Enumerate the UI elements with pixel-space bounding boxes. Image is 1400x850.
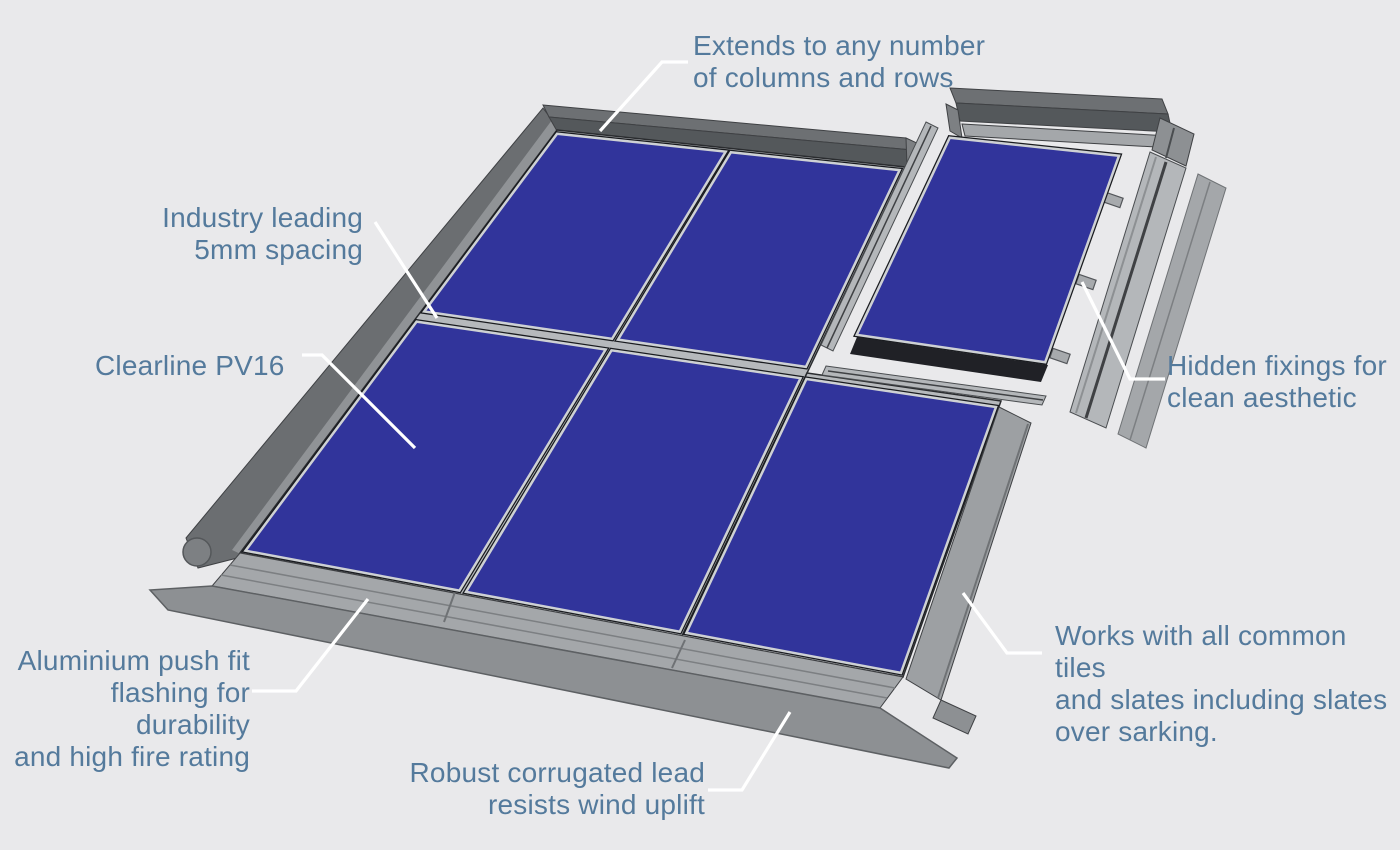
label-fixings: Hidden fixings for clean aesthetic (1167, 350, 1387, 413)
leader-tiles (961, 592, 1042, 655)
label-spacing: Industry leading 5mm spacing (162, 202, 363, 265)
label-product: Clearline PV16 (95, 350, 285, 381)
right-flashing (905, 406, 1032, 735)
exploded-top-flashing (945, 87, 1195, 167)
panel-row1-col2 (615, 150, 902, 369)
leader-lines (252, 60, 1165, 792)
panel-row1-col3-exploded (854, 136, 1121, 364)
leader-lead (708, 711, 792, 792)
leader-flashing (252, 598, 370, 693)
panel-row2-col2 (463, 348, 803, 634)
leader-product (302, 353, 417, 450)
exploded-panel-shadow (850, 337, 1048, 382)
flashing-corner-cap (182, 537, 212, 567)
leader-fixings (1080, 281, 1165, 381)
leader-spacing (373, 221, 439, 319)
pv-panels (241, 131, 1123, 676)
label-lead: Robust corrugated lead resists wind upli… (409, 757, 705, 820)
label-extends: Extends to any number of columns and row… (693, 30, 986, 93)
panel-row2-col1 (243, 320, 608, 592)
panel-row1-col1 (421, 132, 728, 341)
panel-row2-col3 (684, 377, 998, 675)
label-tiles: Works with all common tiles and slates i… (1055, 620, 1388, 747)
label-flashing: Aluminium push fit flashing for durabili… (14, 645, 250, 772)
leader-extends (598, 60, 688, 133)
left-flashing-highlight (232, 120, 560, 556)
lead-skirt (148, 585, 959, 769)
